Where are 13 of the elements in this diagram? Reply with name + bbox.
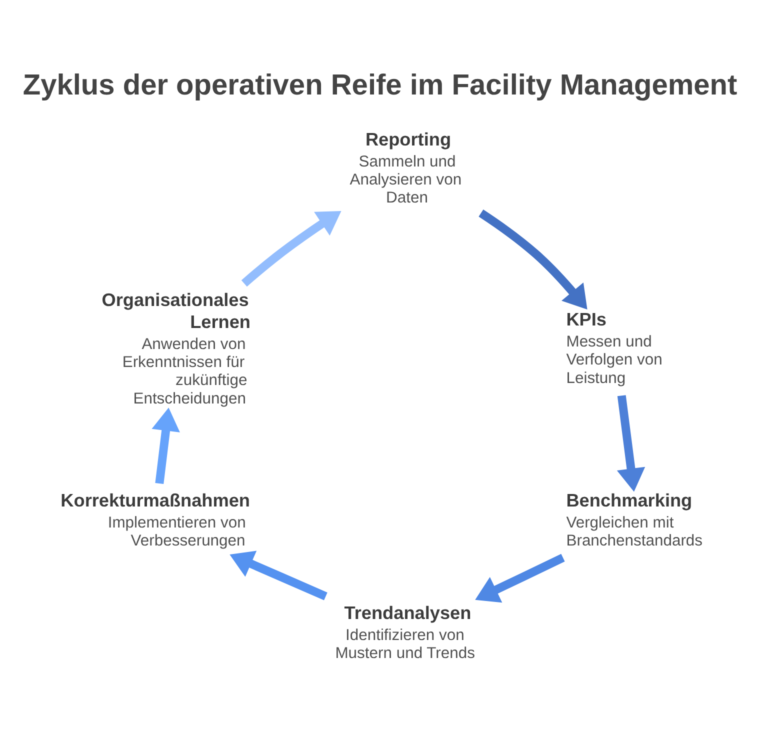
node-text: Reporting Sammeln und Analysieren von Daten <box>350 129 462 207</box>
arrow <box>616 395 646 492</box>
node-text: KPIs Messen und Verfolgen von Leistung <box>566 309 662 387</box>
node-text: Trendanalysen Identifizieren von Mustern und Trends <box>335 602 476 662</box>
node-text: Benchmarking Vergleichen mit Branchenstandards <box>566 490 703 550</box>
arrow <box>152 408 180 484</box>
arrow <box>241 211 342 287</box>
arrow <box>230 550 328 600</box>
arrow <box>478 210 588 310</box>
arrow <box>475 554 565 603</box>
node-text: Korrekturmaßnahmen Implementieren von Verbesserungen <box>60 490 250 550</box>
diagram-title: Zyklus der operativen Reife im Facility Management <box>22 70 738 102</box>
node-text: Organisationales Lernen Anwenden von Erkenntnissen für zukünftige Entscheidungen <box>102 290 251 408</box>
